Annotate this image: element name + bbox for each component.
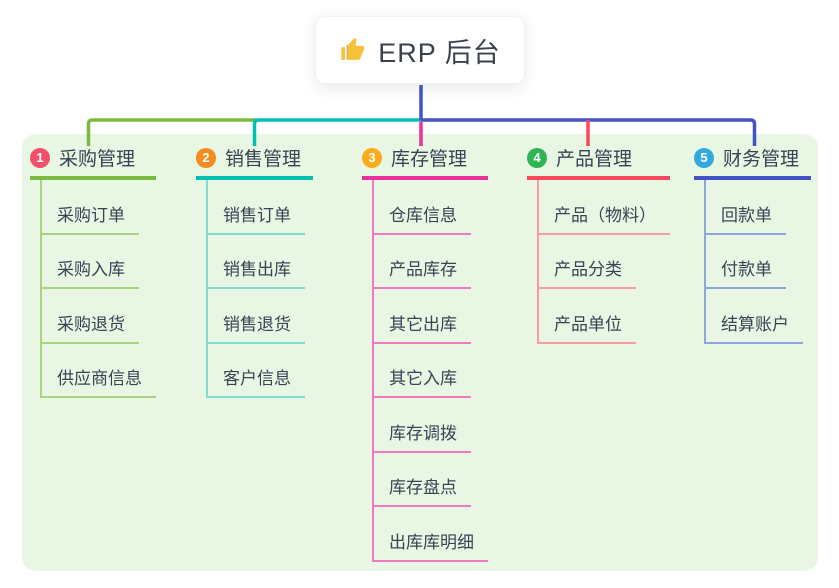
branch-children: 产品（物料） 产品分类 产品单位 [537, 180, 670, 344]
child-node[interactable]: 付款单 [706, 235, 811, 289]
child-node[interactable]: 库存调拨 [374, 398, 488, 453]
child-node[interactable]: 产品分类 [539, 235, 670, 289]
branch-children: 采购订单 采购入库 采购退货 供应商信息 [40, 180, 156, 398]
root-node[interactable]: ERP 后台 [315, 16, 525, 84]
child-node[interactable]: 客户信息 [208, 344, 313, 398]
branch-header-sales[interactable]: 2 销售管理 [196, 145, 313, 180]
root-title: ERP 后台 [378, 37, 501, 68]
child-node[interactable]: 产品单位 [539, 289, 670, 344]
child-node[interactable]: 销售退货 [208, 289, 313, 344]
child-node[interactable]: 其它入库 [374, 344, 488, 398]
child-node[interactable]: 仓库信息 [374, 180, 488, 235]
branch-label: 采购管理 [59, 149, 136, 170]
child-node[interactable]: 产品库存 [374, 235, 488, 289]
branch-children: 回款单 付款单 结算账户 [704, 180, 811, 344]
branch-column-product: 4 产品管理 产品（物料） 产品分类 产品单位 [527, 145, 670, 344]
branch-header-finance[interactable]: 5 财务管理 [694, 145, 811, 180]
branch-label: 产品管理 [556, 149, 633, 170]
branch-column-sales: 2 销售管理 销售订单 销售出库 销售退货 客户信息 [196, 145, 313, 398]
thumbs-up-icon [341, 37, 365, 60]
branch-label: 销售管理 [225, 149, 302, 170]
child-node[interactable]: 采购退货 [42, 289, 156, 344]
branch-children: 销售订单 销售出库 销售退货 客户信息 [206, 180, 313, 398]
branch-number-badge: 3 [362, 147, 382, 168]
branch-header-product[interactable]: 4 产品管理 [527, 145, 670, 180]
branch-children: 仓库信息 产品库存 其它出库 其它入库 库存调拨 库存盘点 出库库明细 [372, 180, 488, 562]
child-node[interactable]: 其它出库 [374, 289, 488, 344]
branch-number-badge: 2 [196, 147, 216, 168]
child-node[interactable]: 出库库明细 [374, 507, 488, 562]
branches-panel [22, 134, 818, 571]
child-node[interactable]: 结算账户 [706, 289, 811, 344]
branch-number-badge: 5 [694, 147, 714, 168]
child-node[interactable]: 库存盘点 [374, 453, 488, 507]
child-node[interactable]: 销售出库 [208, 235, 313, 289]
child-node[interactable]: 供应商信息 [42, 344, 156, 398]
branch-number-badge: 4 [527, 147, 547, 168]
branch-header-inventory[interactable]: 3 库存管理 [362, 145, 488, 180]
branch-header-purchase[interactable]: 1 采购管理 [30, 145, 156, 180]
branch-number-badge: 1 [30, 147, 50, 168]
branch-column-inventory: 3 库存管理 仓库信息 产品库存 其它出库 其它入库 库存调拨 库存盘点 出库库… [362, 145, 488, 562]
branch-column-purchase: 1 采购管理 采购订单 采购入库 采购退货 供应商信息 [30, 145, 156, 398]
child-node[interactable]: 采购入库 [42, 235, 156, 289]
branch-label: 库存管理 [391, 149, 468, 170]
child-node[interactable]: 产品（物料） [539, 180, 670, 235]
branch-label: 财务管理 [723, 149, 800, 170]
child-node[interactable]: 采购订单 [42, 180, 156, 235]
branch-column-finance: 5 财务管理 回款单 付款单 结算账户 [694, 145, 811, 344]
child-node[interactable]: 回款单 [706, 180, 811, 235]
child-node[interactable]: 销售订单 [208, 180, 313, 235]
